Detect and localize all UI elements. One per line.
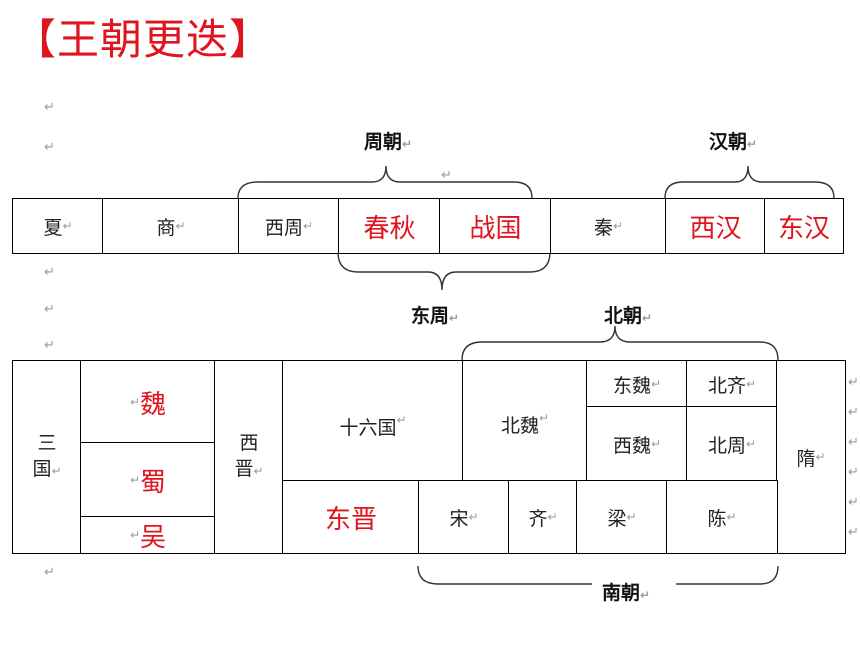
cell-donghan: 东汉: [764, 198, 844, 254]
beichao-brace: [461, 325, 779, 361]
cell-qin: 秦↵: [550, 198, 667, 254]
cell-xia: 夏↵: [12, 198, 104, 254]
cell-beizhou: 北周↵: [686, 406, 778, 482]
nanchao-brace: [417, 565, 592, 585]
cell-sanguo: 三国↵: [12, 360, 82, 554]
zhouchao-brace: [237, 165, 533, 199]
cell-dongwei: 东魏↵: [586, 360, 688, 408]
paragraph-mark: ↵: [441, 168, 452, 183]
cell-dongjin: 东晋: [282, 480, 420, 554]
cell-shiliuguo: 十六国↵: [282, 360, 464, 482]
zhouchao-label: 周朝↵: [364, 131, 413, 153]
paragraph-mark: ↵: [848, 495, 859, 510]
hanchao-label: 汉朝↵: [709, 131, 758, 153]
paragraph-mark: ↵: [44, 140, 55, 155]
cell-xijin: 西晋↵: [214, 360, 284, 554]
cell-chen: 陈↵: [666, 480, 778, 554]
paragraph-mark: ↵: [44, 338, 55, 353]
cell-sui: 隋↵: [776, 360, 846, 554]
paragraph-mark: ↵: [44, 100, 55, 115]
cell-xizhou: 西周↵: [238, 198, 340, 254]
cell-zhanguo: 战国: [439, 198, 552, 254]
paragraph-mark: ↵: [848, 525, 859, 540]
cell-chunqiu: 春秋: [338, 198, 441, 254]
nanchao-brace: [676, 565, 779, 585]
page-title: 【王朝更迭】: [14, 15, 273, 64]
cell-beiqi: 北齐↵: [686, 360, 778, 408]
paragraph-mark: ↵: [44, 565, 55, 580]
nanchao-label: 南朝↵: [602, 582, 651, 604]
cell-xihan: 西汉: [665, 198, 766, 254]
cell-wei: ↵魏: [80, 360, 216, 444]
cell-xiwei: 西魏↵: [586, 406, 688, 482]
cell-shang: 商↵: [102, 198, 240, 254]
beichao-label: 北朝↵: [604, 305, 653, 327]
dongzhou-label: 东周↵: [411, 305, 460, 327]
cell-shu: ↵蜀: [80, 442, 216, 518]
paragraph-mark: ↵: [44, 302, 55, 317]
paragraph-mark: ↵: [848, 435, 859, 450]
cell-qi: 齐↵: [508, 480, 578, 554]
paragraph-mark: ↵: [848, 405, 859, 420]
paragraph-mark: ↵: [848, 465, 859, 480]
cell-song: 宋↵: [418, 480, 510, 554]
cell-wu: ↵吴: [80, 516, 216, 554]
cell-liang: 梁↵: [576, 480, 668, 554]
paragraph-mark: ↵: [848, 375, 859, 390]
dongzhou-brace: [337, 251, 551, 291]
paragraph-mark: ↵: [44, 265, 55, 280]
cell-beiwei: 北魏↵: [462, 360, 588, 482]
hanchao-brace: [664, 165, 835, 199]
